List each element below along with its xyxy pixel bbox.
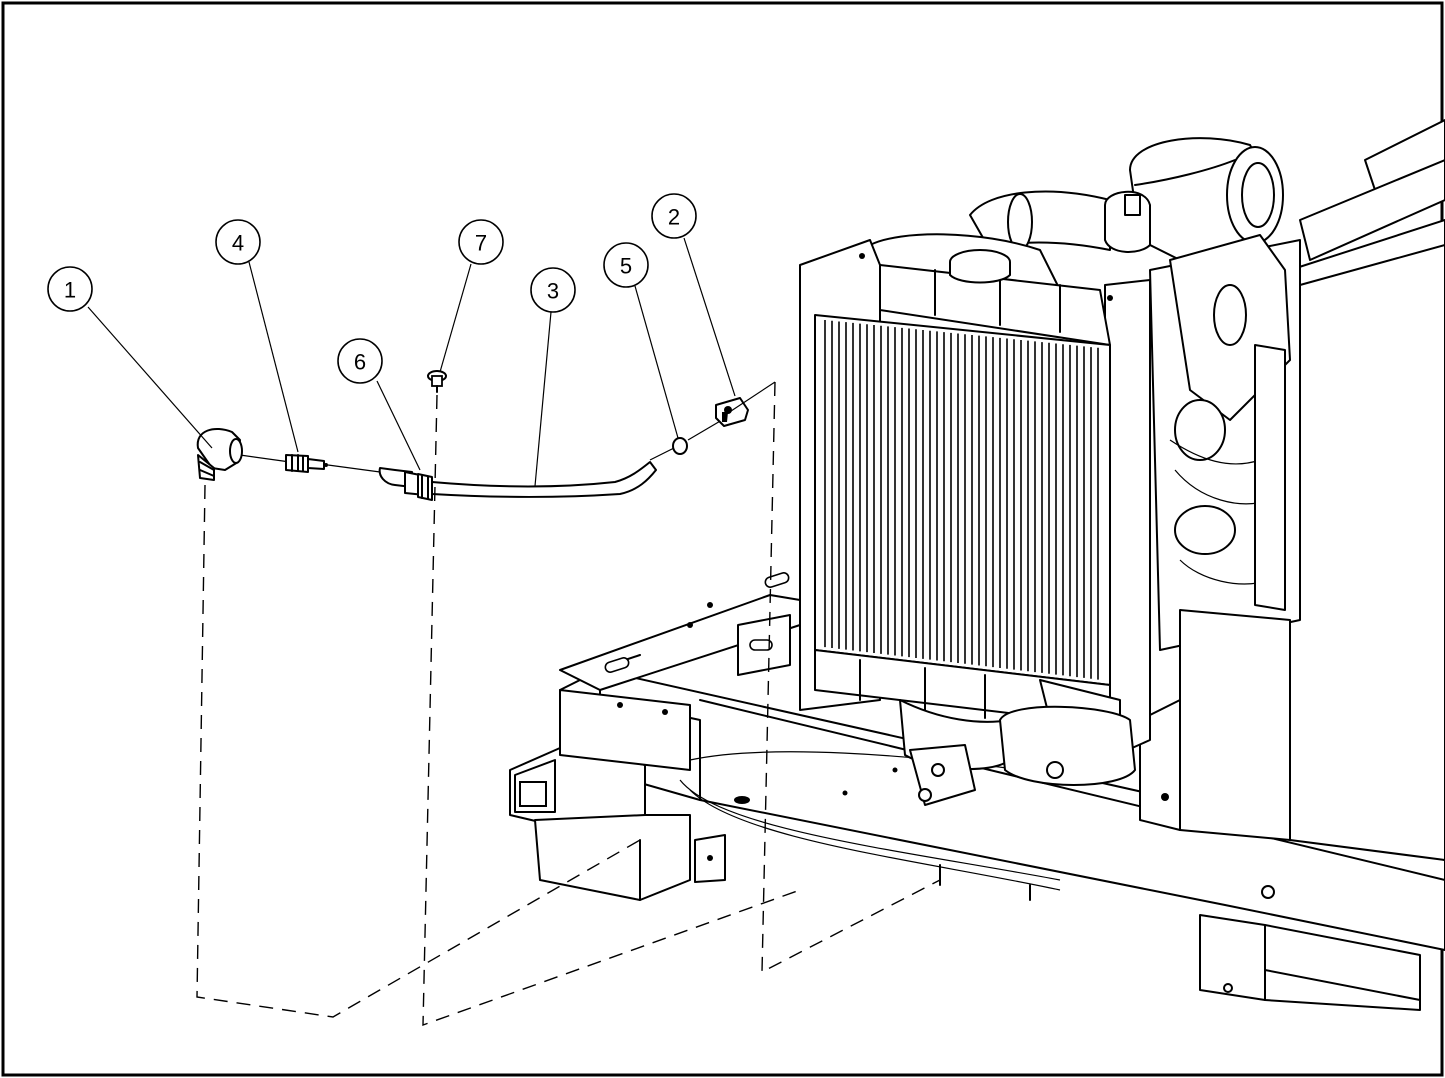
callout-5: 5 [603, 242, 649, 288]
callout-4: 4 [215, 219, 261, 265]
screw [427, 370, 447, 393]
exploded-parts [196, 370, 749, 501]
callout-4-label: 4 [232, 231, 244, 256]
callout-2: 2 [651, 193, 697, 239]
callout-6: 6 [337, 338, 383, 384]
callout-2-label: 2 [668, 205, 680, 230]
callout-5-label: 5 [620, 254, 632, 279]
callout-leaders [87, 237, 736, 487]
radiator [737, 239, 1151, 806]
engine-assembly [869, 119, 1445, 861]
machine-frame [509, 572, 1445, 1011]
adapter-fitting [285, 454, 328, 473]
callout-3: 3 [530, 267, 576, 313]
elbow-fitting [196, 428, 243, 481]
hose-end [378, 467, 433, 501]
callout-7: 7 [458, 219, 504, 265]
drain-hose [431, 461, 657, 498]
drain-valve [715, 397, 749, 427]
assembly-path-lines [196, 381, 941, 1027]
callout-1: 1 [47, 266, 93, 312]
hose-clamp [672, 437, 688, 455]
callout-7-label: 7 [475, 231, 487, 256]
callout-6-label: 6 [354, 350, 366, 375]
callout-3-label: 3 [547, 279, 559, 304]
callout-1-label: 1 [64, 278, 76, 303]
radiator-fins [824, 320, 1099, 680]
